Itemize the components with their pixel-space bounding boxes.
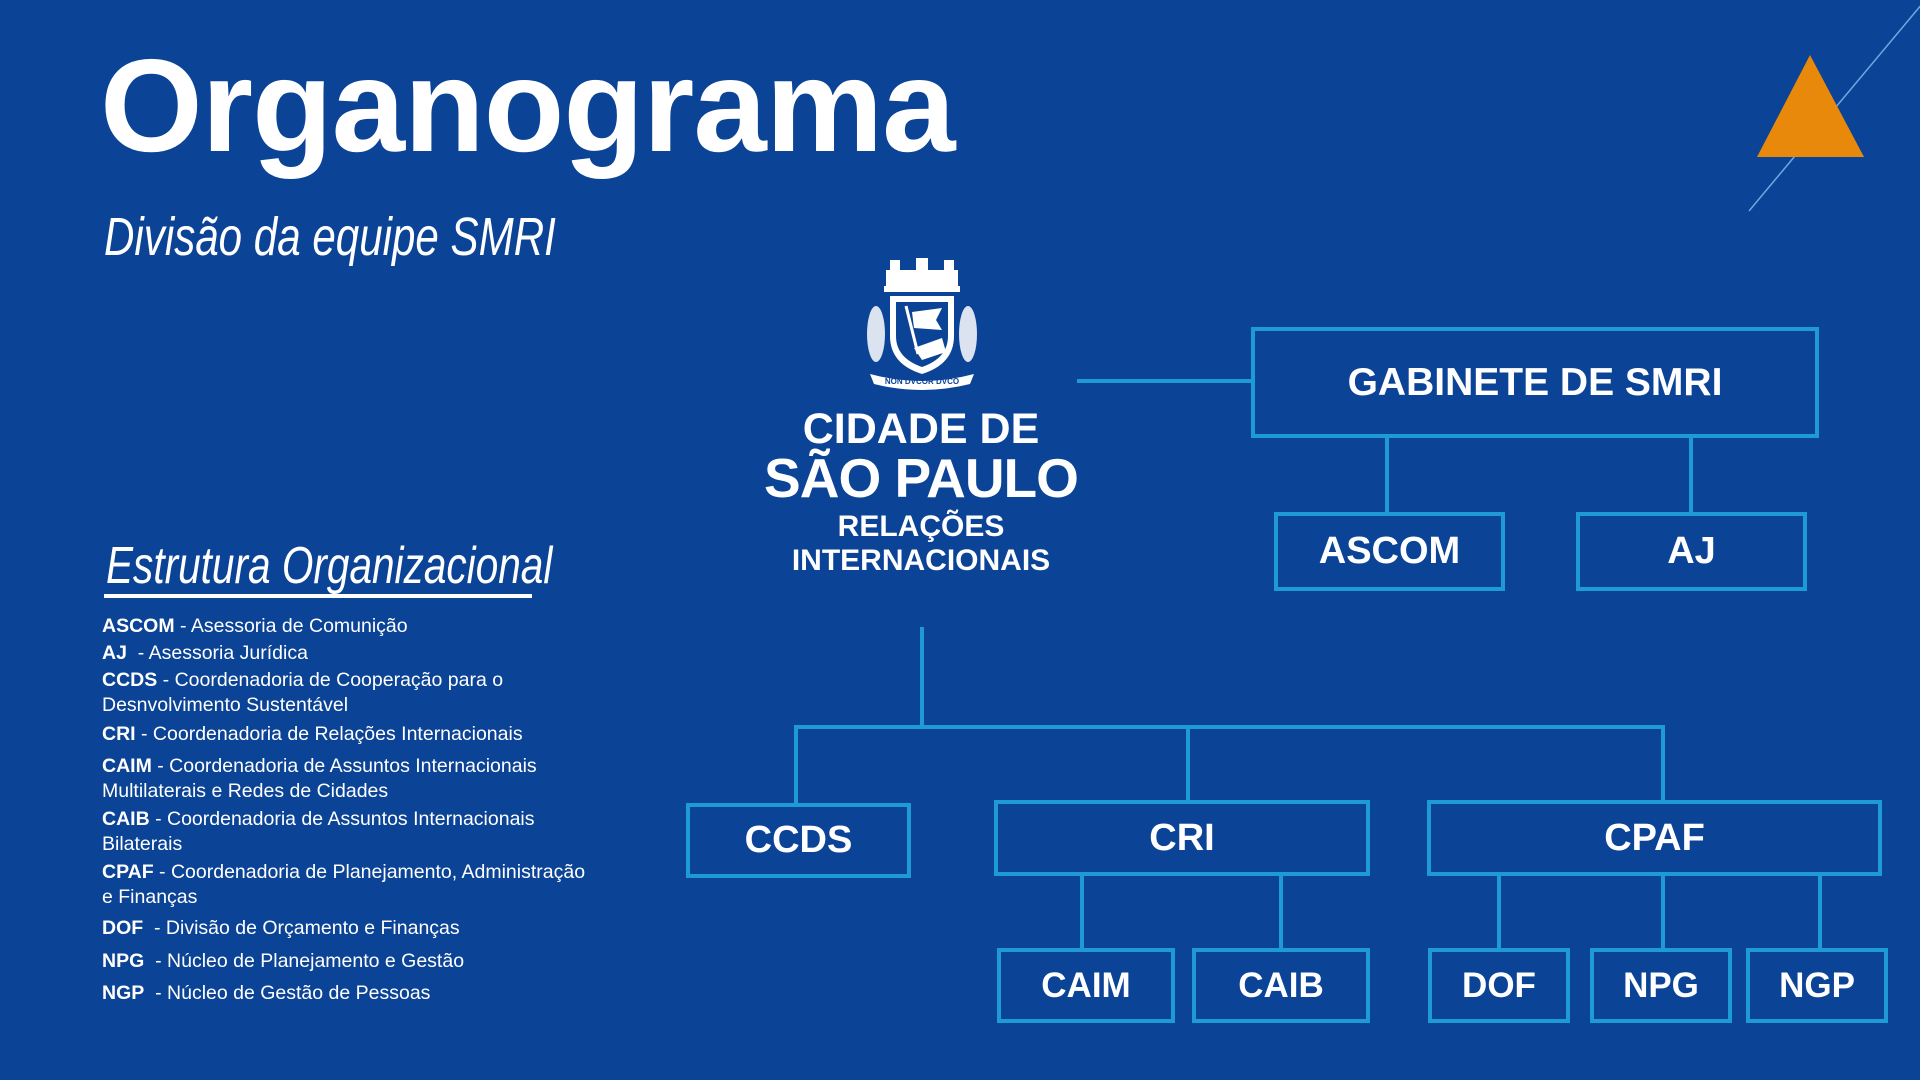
legend-item-cpaf: CPAF - Coordenadoria de Planejamento, Ad… bbox=[102, 861, 586, 908]
org-box-ngp: NGP bbox=[1746, 948, 1888, 1023]
legend-item-cri: CRI - Coordenadoria de Relações Internac… bbox=[102, 723, 523, 745]
org-box-caim: CAIM bbox=[997, 948, 1175, 1023]
page-title: Organograma bbox=[100, 32, 956, 179]
org-box-caib: CAIB bbox=[1192, 948, 1370, 1023]
legend-item-ngp: NGP - Núcleo de Gestão de Pessoas bbox=[102, 982, 431, 1004]
connector-ccds bbox=[794, 725, 798, 805]
legend-item-ccds: CCDS - Coordenadoria de Cooperação para … bbox=[102, 669, 504, 716]
orange-triangle-icon bbox=[1757, 55, 1864, 157]
connector-gabinete-ascom bbox=[1385, 435, 1389, 514]
logo-line-3: RELAÇÕES bbox=[837, 510, 1005, 543]
connector-logo-down bbox=[920, 627, 924, 729]
legend-item-caib: CAIB - Coordenadoria de Assuntos Interna… bbox=[102, 808, 535, 855]
logo-motto: NON DVCOR DVCO bbox=[885, 377, 959, 386]
connector-cpaf-npg bbox=[1661, 872, 1665, 951]
connector-cri bbox=[1186, 725, 1190, 803]
page-subtitle: Divisão da equipe SMRI bbox=[104, 207, 556, 267]
org-box-cri: CRI bbox=[994, 800, 1370, 876]
connector-gabinete-aj bbox=[1689, 435, 1693, 514]
connector-cri-caim bbox=[1080, 872, 1084, 951]
connector-cpaf bbox=[1661, 725, 1665, 803]
org-box-cpaf: CPAF bbox=[1427, 800, 1882, 876]
legend-underline bbox=[104, 594, 532, 598]
org-box-npg: NPG bbox=[1590, 948, 1732, 1023]
legend-item-aj: AJ - Asessoria Jurídica bbox=[102, 642, 308, 664]
logo-line-4: INTERNACIONAIS bbox=[791, 544, 1051, 577]
logo-line-2: SÃO PAULO bbox=[764, 447, 1079, 509]
connector-horizontal-main bbox=[794, 725, 1665, 729]
legend-item-npg: NPG - Núcleo de Planejamento e Gestão bbox=[102, 950, 465, 972]
connector-logo-gabinete bbox=[1077, 379, 1253, 383]
legend-item-dof: DOF - Divisão de Orçamento e Finanças bbox=[102, 917, 460, 939]
legend-item-caim: CAIM - Coordenadoria de Assuntos Interna… bbox=[102, 755, 537, 802]
connector-cpaf-ngp bbox=[1818, 872, 1822, 951]
org-box-gabinete: GABINETE DE SMRI bbox=[1251, 327, 1819, 438]
connector-cri-caib bbox=[1279, 872, 1283, 951]
org-box-ccds: CCDS bbox=[686, 803, 911, 878]
city-coat-of-arms-icon: NON DVCOR DVCO bbox=[867, 258, 977, 390]
org-box-ascom: ASCOM bbox=[1274, 512, 1505, 591]
legend-title: Estrutura Organizacional bbox=[106, 537, 553, 595]
logo-line-1: CIDADE DE bbox=[802, 405, 1040, 453]
connector-cpaf-dof bbox=[1497, 872, 1501, 951]
org-box-dof: DOF bbox=[1428, 948, 1570, 1023]
org-box-aj: AJ bbox=[1576, 512, 1807, 591]
legend-item-ascom: ASCOM - Asessoria de Comunição bbox=[102, 615, 408, 637]
